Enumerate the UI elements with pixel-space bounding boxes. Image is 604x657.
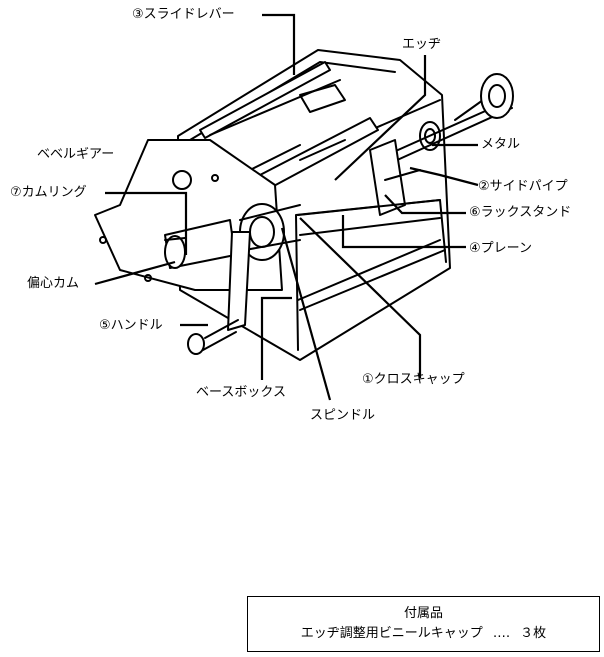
slide-lever-part xyxy=(199,61,346,139)
label-plane: ④プレーン xyxy=(469,241,533,256)
leader-plane xyxy=(341,215,466,249)
leader-cross-cap xyxy=(299,217,422,378)
label-eccentric-cam: 偏心カム xyxy=(27,276,80,291)
label-slide-lever: ③スライドレバー xyxy=(132,7,235,22)
rack-stand-part xyxy=(369,139,421,216)
leader-cam-ring xyxy=(105,191,188,255)
accessories-item: エッヂ調整用ビニールキャップ xyxy=(300,626,483,641)
accessories-line: エッヂ調整用ビニールキャップ ‥‥ ３枚 xyxy=(248,625,599,643)
leader-side-pipe xyxy=(409,166,479,187)
cam-ring-part xyxy=(164,219,236,269)
accessories-title: 付属品 xyxy=(403,606,443,621)
label-cross-cap: ①クロスキャップ xyxy=(362,372,465,387)
side-pipe-part xyxy=(379,73,514,167)
leader-rack-stand xyxy=(384,194,466,215)
label-base-box: ベースボックス xyxy=(196,385,286,400)
label-metal: メタル xyxy=(481,137,521,152)
label-bevel-gear: ベベルギアー xyxy=(37,147,115,162)
label-cam-ring: ⑦カムリング xyxy=(10,185,87,200)
label-spindle: スピンドル xyxy=(310,408,376,423)
leader-spindle xyxy=(280,227,332,401)
accessories-dots: ‥‥ xyxy=(492,626,511,641)
accessories-quantity: ３枚 xyxy=(520,626,547,641)
leader-eccentric-cam xyxy=(94,260,176,286)
label-handle: ⑤ハンドル xyxy=(99,318,163,333)
label-rack-stand: ⑥ラックスタンド xyxy=(469,205,572,220)
leader-slide-lever xyxy=(262,13,296,75)
handle-part xyxy=(187,231,251,355)
label-side-pipe: ②サイドパイプ xyxy=(478,179,568,194)
label-edge: エッヂ xyxy=(402,37,442,52)
accessories-box: 付属品 エッヂ調整用ビニールキャップ ‥‥ ３枚 xyxy=(247,596,600,652)
plane-part xyxy=(297,199,441,236)
leader-edge xyxy=(334,55,427,181)
leader-base-box xyxy=(260,296,292,380)
